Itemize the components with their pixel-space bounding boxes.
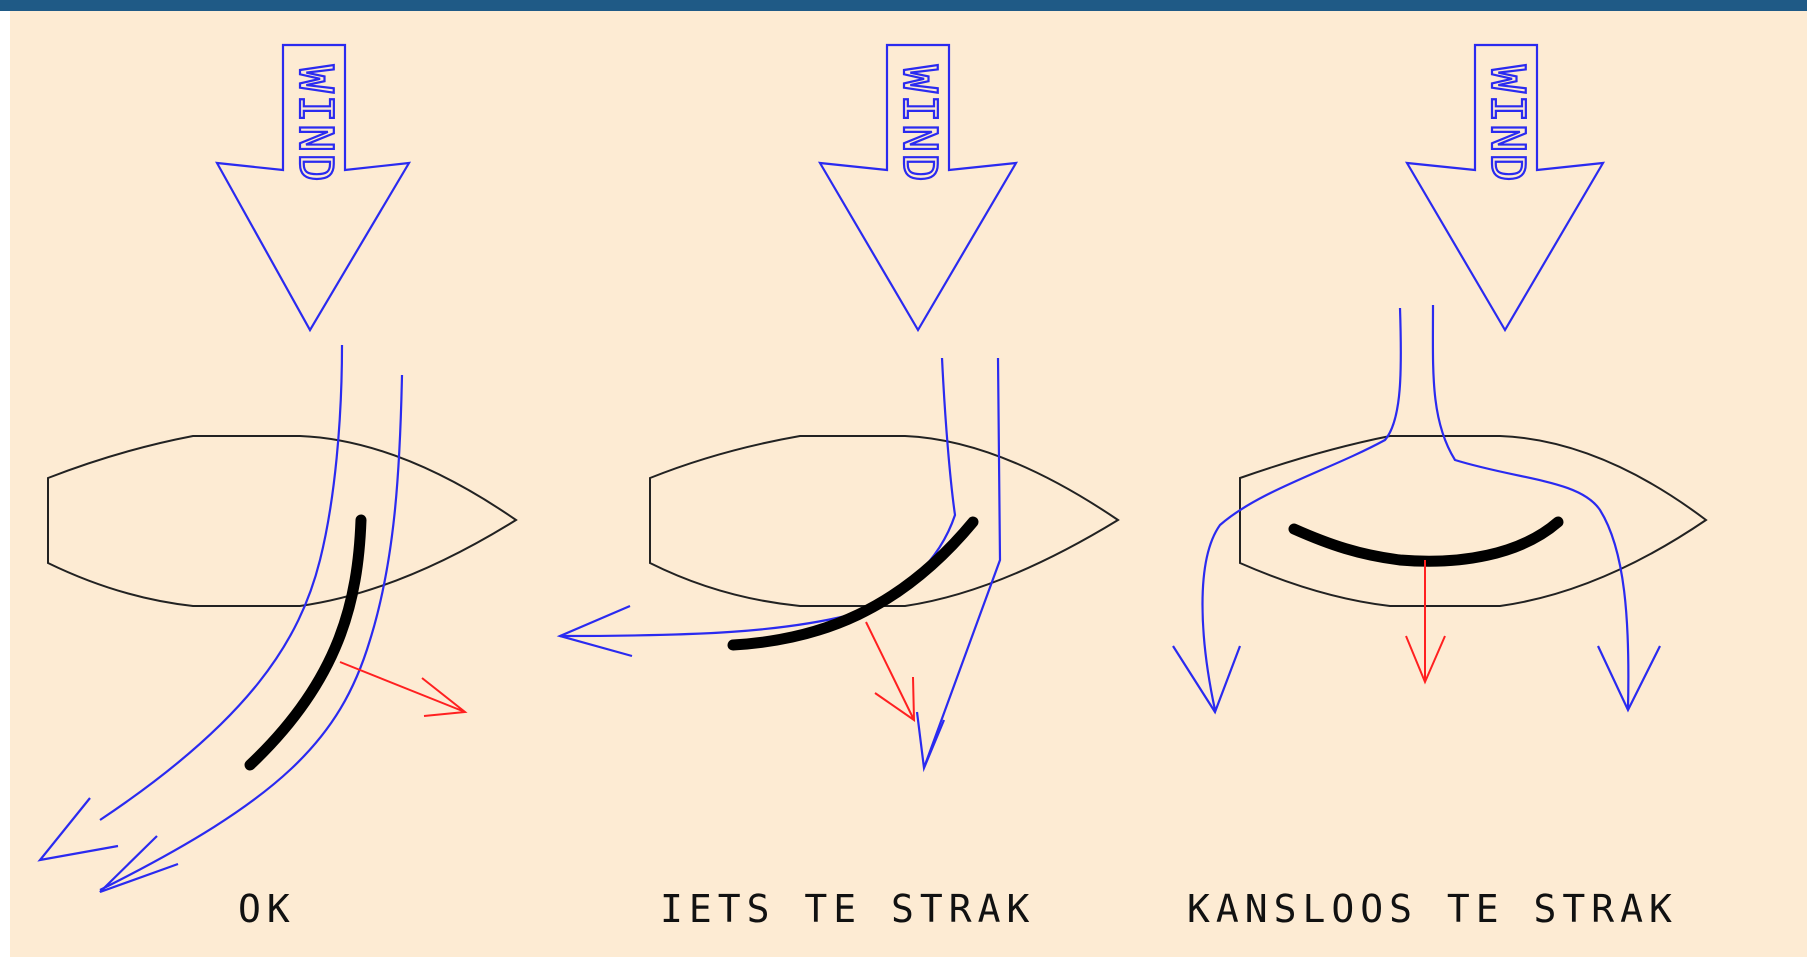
airflow-line-outer <box>99 374 404 891</box>
sail <box>244 514 367 771</box>
airflow-line-right <box>923 357 1002 766</box>
sail <box>1288 516 1564 567</box>
airflow-arrowhead <box>556 604 633 658</box>
airflow-line-inner <box>99 344 344 821</box>
airflow-arrowhead <box>1597 645 1661 713</box>
airflow-line-right <box>1431 304 1630 709</box>
wind-arrow <box>1404 43 1606 333</box>
boat-hull <box>649 435 1120 607</box>
airflow-line-left <box>1201 307 1402 711</box>
caption-kansloos-te-strak: KANSLOOS TE STRAK <box>1187 887 1678 931</box>
caption-iets-te-strak: IETS TE STRAK <box>660 887 1035 931</box>
airflow-arrowhead <box>37 797 119 862</box>
caption-ok: OK <box>238 887 296 931</box>
panel-kansloos-te-strak: WIND KANSLOOS TE STRAK <box>1172 43 1708 931</box>
force-arrow <box>865 621 916 722</box>
top-border <box>0 0 1807 11</box>
airflow-arrowhead <box>915 711 946 773</box>
diagram-background <box>10 11 1807 957</box>
wind-arrow <box>215 43 412 333</box>
boat-hull <box>47 435 518 607</box>
wind-label: WIND <box>1481 65 1535 184</box>
wind-arrow <box>817 43 1019 333</box>
sail <box>727 516 979 651</box>
airflow-arrowhead <box>99 835 179 894</box>
wind-label: WIND <box>289 65 343 184</box>
force-arrow <box>339 661 468 717</box>
force-arrow <box>1405 560 1446 685</box>
panel-iets-te-strak: WIND IETS TE STRAK <box>556 43 1120 931</box>
wind-label: WIND <box>893 65 947 184</box>
panel-ok: WIND OK <box>37 43 518 931</box>
boat-hull <box>1239 435 1708 607</box>
airflow-arrowhead <box>1172 645 1242 715</box>
